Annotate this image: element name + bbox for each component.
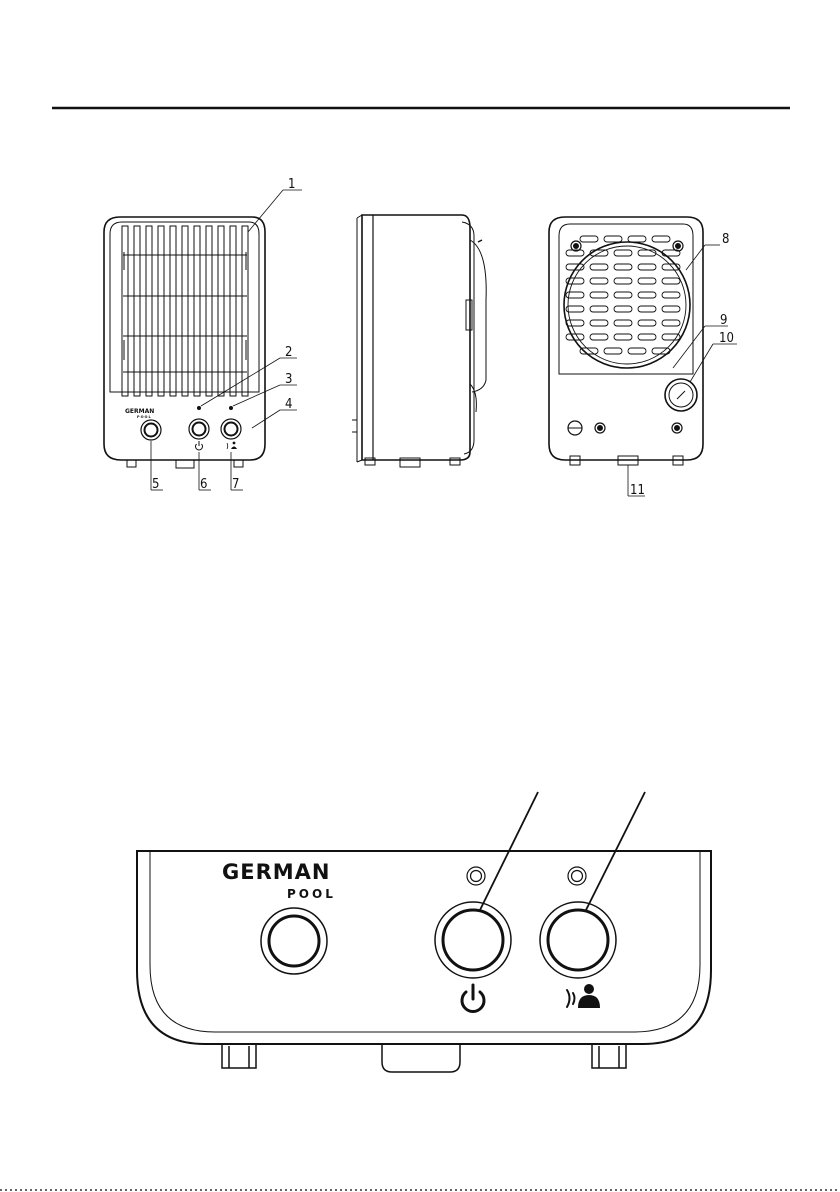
callout-9: 9 <box>720 313 727 328</box>
front-led-sensor <box>229 406 233 410</box>
panel-power-button-outer <box>435 902 511 978</box>
back-view <box>549 217 703 465</box>
callout-4: 4 <box>285 397 292 412</box>
back-screw-tl-head <box>574 244 579 249</box>
panel-foot-right <box>592 1044 626 1068</box>
presence-sensor-icon <box>567 984 600 1008</box>
side-view <box>352 215 486 467</box>
callout-3: 3 <box>285 372 292 387</box>
panel-led-sensor <box>568 867 586 885</box>
callout-7: 7 <box>232 477 239 492</box>
front-foot-right <box>234 460 243 467</box>
front-power-icon <box>196 441 203 450</box>
front-presence-icon <box>227 442 237 449</box>
callout-1: 1 <box>288 177 295 192</box>
front-button-7-inner <box>225 423 238 436</box>
panel-knob-outer <box>261 908 327 974</box>
callout-2: 2 <box>285 345 292 360</box>
power-icon <box>462 985 484 1011</box>
panel-led-sensor-inner <box>572 871 583 882</box>
panel-logo-sub: POOL <box>287 887 336 901</box>
callout-8: 8 <box>722 232 729 247</box>
front-logo-sub: POOL <box>137 415 152 419</box>
back-screw-bl-head <box>598 426 603 431</box>
back-screw-tr-head <box>676 244 681 249</box>
front-logo-brand: GERMAN <box>125 408 154 415</box>
panel-led-power <box>467 867 485 885</box>
panel-knob-inner <box>269 916 319 966</box>
callout-11: 11 <box>630 483 645 498</box>
panel-power-button <box>443 910 503 970</box>
back-fan-guard <box>564 242 690 368</box>
panel-foot-left <box>222 1044 256 1068</box>
front-foot-left <box>127 460 136 467</box>
panel-presence-button-outer <box>540 902 616 978</box>
front-grille <box>122 226 248 396</box>
panel-foot-center <box>382 1044 460 1072</box>
callout-5: 5 <box>152 477 159 492</box>
front-view: GERMAN POOL <box>104 217 265 468</box>
front-knob-5-inner <box>145 424 158 437</box>
panel-led-power-inner <box>471 871 482 882</box>
control-panel-detail: GERMAN POOL <box>137 792 711 1072</box>
front-led-power <box>197 406 201 410</box>
front-foot-center <box>176 460 194 468</box>
callout-6: 6 <box>200 477 207 492</box>
panel-presence-button <box>548 910 608 970</box>
front-callouts <box>151 190 302 490</box>
panel-logo-brand: GERMAN <box>222 860 330 884</box>
back-screw-br-head <box>675 426 680 431</box>
back-thermostat-pointer <box>677 391 685 399</box>
front-button-6-inner <box>193 423 206 436</box>
callout-10: 10 <box>719 331 734 346</box>
